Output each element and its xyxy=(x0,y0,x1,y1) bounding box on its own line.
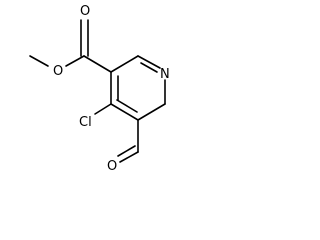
bond-c5-c4-inner xyxy=(116,99,138,113)
bond-cformyl-o-double xyxy=(117,145,136,157)
atom-label-nitrogen: N xyxy=(160,67,170,82)
bond-c2-n1 xyxy=(137,55,161,69)
atom-label-chlorine: Cl xyxy=(79,115,92,130)
bond-c5-c4 xyxy=(110,103,139,121)
bond-cformyl-o xyxy=(119,151,139,163)
bond-c6-c5 xyxy=(137,103,166,121)
bond-c4-cl xyxy=(94,103,112,115)
bond-c3-c2 xyxy=(110,55,139,73)
bond-c2-n1-inner xyxy=(140,62,158,73)
bond-c3-ccarbonyl xyxy=(83,55,112,73)
atom-label-aldehyde-oxygen: O xyxy=(107,159,117,174)
bond-oester-methyl xyxy=(29,55,49,67)
bond-c-oester xyxy=(65,55,85,67)
molecule-diagram: N Cl O O O xyxy=(29,4,170,174)
atom-label-carbonyl-oxygen: O xyxy=(80,4,90,19)
atom-label-ester-oxygen: O xyxy=(53,64,63,79)
